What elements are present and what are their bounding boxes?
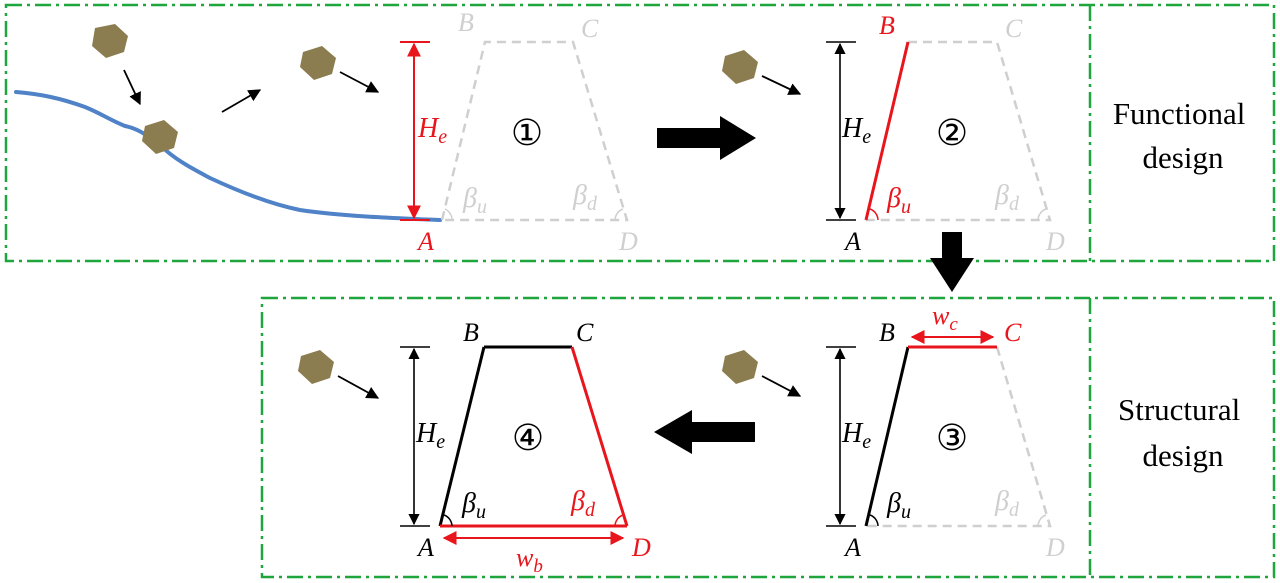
step-3-marker: ③ <box>936 418 968 459</box>
point-a-label: A <box>843 227 861 256</box>
flow-arrow <box>761 375 802 397</box>
upstream-angle-label: βu <box>886 183 911 218</box>
rock <box>92 24 128 58</box>
point-d-label: D <box>631 533 651 562</box>
dam-outline-ghost <box>866 40 1052 222</box>
height-label: He <box>417 113 447 148</box>
panel-1: He βu βd A B C D ① <box>14 8 638 256</box>
panel-3: wc He βu βd A B C D ③ <box>722 301 1065 562</box>
point-d-label: D <box>618 227 638 256</box>
point-a-label: A <box>843 533 861 562</box>
downstream-angle-label: βd <box>572 180 598 215</box>
point-b-label: B <box>463 318 479 347</box>
step-arrow-down <box>930 232 974 292</box>
downstream-angle-label: βd <box>994 486 1020 521</box>
upstream-face <box>438 346 486 527</box>
point-b-label: B <box>879 318 895 347</box>
flow-arrow <box>337 375 380 399</box>
height-label: He <box>415 418 445 453</box>
downstream-angle-label: βd <box>994 180 1020 215</box>
point-d-label: D <box>1045 227 1065 256</box>
height-label: He <box>841 113 871 148</box>
flow-arrow <box>221 89 262 113</box>
step-arrow-right <box>657 116 756 160</box>
flow-arrow <box>123 69 141 106</box>
rock <box>298 350 334 384</box>
point-a-label: A <box>416 533 434 562</box>
point-c-label: C <box>1005 14 1023 43</box>
base-width-label: wb <box>516 543 543 577</box>
step-1-marker: ① <box>511 113 543 154</box>
downstream-face <box>570 346 629 527</box>
dam-outline-ghost <box>440 40 629 222</box>
structural-design-label: Structural design <box>1118 392 1248 473</box>
debris-flow-line <box>14 90 442 222</box>
dam-outline-ghost <box>866 346 1052 528</box>
crest-width-label: wc <box>932 301 958 335</box>
functional-design-label: Functional design <box>1113 96 1253 175</box>
downstream-angle-label: βd <box>570 486 596 521</box>
rock <box>300 46 336 80</box>
rock <box>142 120 178 154</box>
point-b-label: B <box>879 11 895 40</box>
point-c-label: C <box>1004 318 1022 347</box>
point-a-label: A <box>416 227 434 256</box>
rock <box>722 350 758 384</box>
upstream-angle-label: βu <box>462 183 487 218</box>
point-c-label: C <box>581 14 599 43</box>
panel-4: He βu βd wb A B C D ④ <box>298 318 651 577</box>
rock <box>722 50 758 84</box>
panel-2: He βu βd A B C D ② <box>722 11 1065 256</box>
point-d-label: D <box>1045 533 1065 562</box>
functional-design-frame: Functional design <box>4 3 1276 263</box>
upstream-face <box>864 346 910 527</box>
flow-arrow <box>761 75 802 95</box>
point-b-label: B <box>458 8 474 37</box>
flow-arrow <box>339 71 380 93</box>
upstream-angle-label: βu <box>461 488 486 523</box>
height-label: He <box>841 418 871 453</box>
step-4-marker: ④ <box>512 418 544 459</box>
point-c-label: C <box>576 318 594 347</box>
upstream-face <box>864 41 910 221</box>
structural-design-frame: Structural design <box>260 296 1276 579</box>
step-arrow-left <box>654 410 755 454</box>
step-2-marker: ② <box>936 113 968 154</box>
upstream-angle-label: βu <box>886 488 911 523</box>
